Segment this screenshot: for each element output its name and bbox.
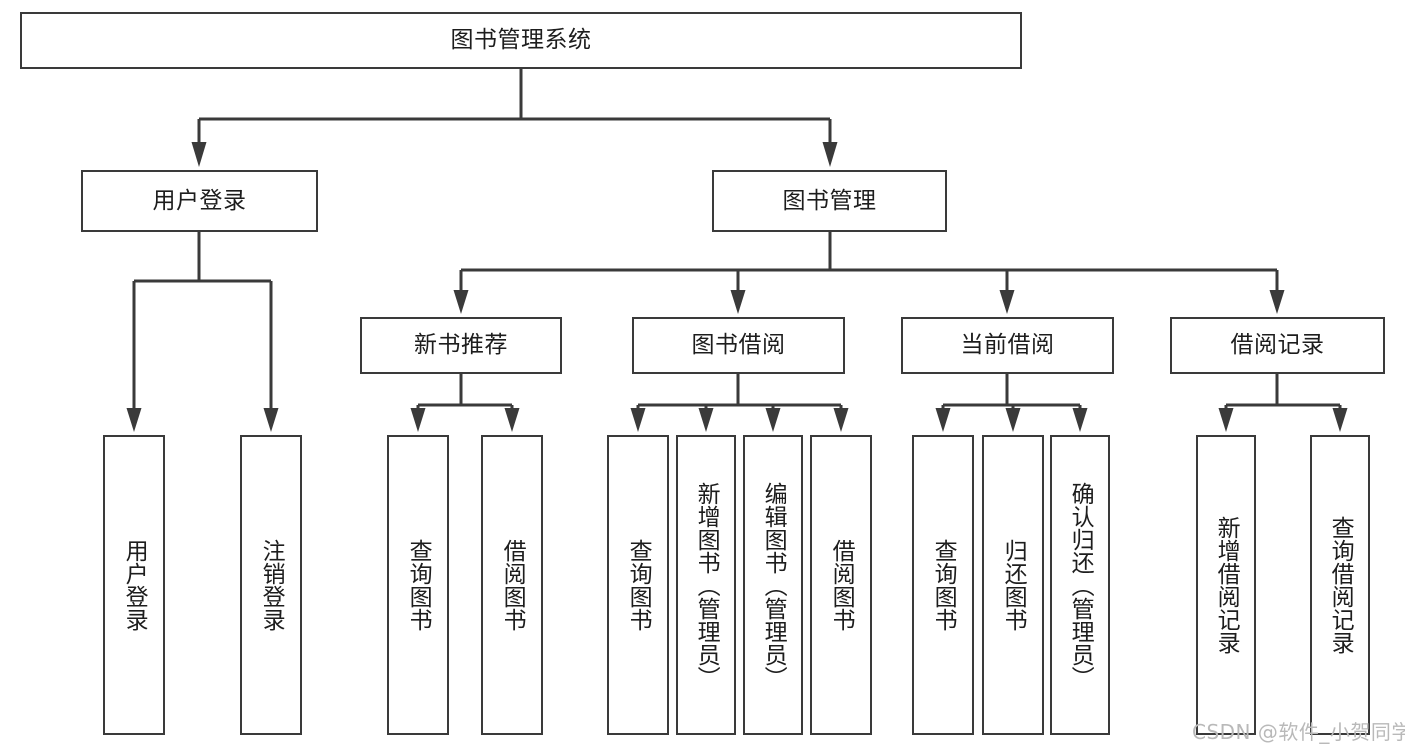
arrowhead-leaf-add-book — [698, 408, 714, 432]
node-leaf-borrow-book-label: 借阅图书 — [828, 539, 855, 631]
node-leaf-add-record[interactable]: 新增借阅记录 — [1196, 435, 1256, 735]
node-book-borrow[interactable]: 图书借阅 — [632, 317, 845, 374]
arrowhead-leaf-query-book-rec — [410, 408, 426, 432]
arrowhead-user-login — [191, 142, 207, 167]
node-borrow-record[interactable]: 借阅记录 — [1170, 317, 1385, 374]
node-new-book-rec[interactable]: 新书推荐 — [360, 317, 562, 374]
node-book-borrow-label: 图书借阅 — [691, 332, 786, 359]
node-new-book-rec-label: 新书推荐 — [414, 332, 508, 359]
arrowhead-leaf-query-record — [1332, 408, 1348, 432]
node-leaf-add-book[interactable]: 新增图书（管理员） — [676, 435, 736, 735]
arrowhead-leaf-query-book-current — [935, 408, 951, 432]
node-book-manage-label: 图书管理 — [782, 187, 877, 214]
node-current-borrow[interactable]: 当前借阅 — [901, 317, 1114, 374]
arrowhead-borrow-record — [1269, 290, 1285, 314]
node-leaf-borrow-book-rec-label: 借阅图书 — [499, 539, 526, 631]
node-leaf-confirm-return-label: 确认归还（管理员） — [1067, 481, 1094, 689]
node-leaf-borrow-book-rec[interactable]: 借阅图书 — [481, 435, 543, 735]
node-book-manage[interactable]: 图书管理 — [712, 170, 947, 232]
node-leaf-edit-book-label: 编辑图书（管理员） — [760, 481, 787, 689]
arrowhead-book-manage — [822, 142, 838, 167]
node-leaf-user-logout-label: 注销登录 — [258, 539, 285, 631]
node-user-login[interactable]: 用户登录 — [81, 170, 318, 232]
node-leaf-query-book-rec-label: 查询图书 — [405, 539, 432, 631]
arrowhead-leaf-add-record — [1218, 408, 1234, 432]
node-leaf-return-book-label: 归还图书 — [1000, 539, 1027, 631]
node-leaf-return-book[interactable]: 归还图书 — [982, 435, 1044, 735]
node-leaf-add-book-label: 新增图书（管理员） — [693, 481, 720, 689]
node-leaf-query-book-borrow-label: 查询图书 — [625, 539, 652, 631]
arrowhead-leaf-confirm-return — [1072, 408, 1088, 432]
node-leaf-query-book-borrow[interactable]: 查询图书 — [607, 435, 669, 735]
node-root-label: 图书管理系统 — [450, 27, 592, 54]
arrowhead-leaf-edit-book — [765, 408, 781, 432]
node-current-borrow-label: 当前借阅 — [960, 332, 1055, 359]
node-leaf-user-login[interactable]: 用户登录 — [103, 435, 165, 735]
arrowhead-leaf-user-logout — [263, 408, 279, 432]
arrowhead-leaf-borrow-book — [833, 408, 849, 432]
node-leaf-query-book-rec[interactable]: 查询图书 — [387, 435, 449, 735]
node-leaf-edit-book[interactable]: 编辑图书（管理员） — [743, 435, 803, 735]
arrowhead-leaf-borrow-book-rec — [504, 408, 520, 432]
node-user-login-label: 用户登录 — [152, 187, 247, 214]
node-leaf-query-record-label: 查询借阅记录 — [1327, 516, 1354, 654]
arrowhead-leaf-return-book — [1005, 408, 1021, 432]
node-leaf-user-login-label: 用户登录 — [121, 539, 148, 631]
node-borrow-record-label: 借阅记录 — [1230, 332, 1325, 359]
arrowhead-book-borrow — [730, 290, 746, 314]
node-leaf-query-book-current[interactable]: 查询图书 — [912, 435, 974, 735]
node-leaf-borrow-book[interactable]: 借阅图书 — [810, 435, 872, 735]
node-root[interactable]: 图书管理系统 — [20, 12, 1022, 69]
arrowhead-leaf-user-login — [126, 408, 142, 432]
node-leaf-add-record-label: 新增借阅记录 — [1213, 516, 1240, 654]
arrowhead-current-borrow — [999, 290, 1015, 314]
arrowhead-new-book-rec — [453, 290, 469, 314]
watermark: CSDN @软件_小贺同学 — [1192, 720, 1405, 744]
node-leaf-query-book-current-label: 查询图书 — [930, 539, 957, 631]
node-leaf-confirm-return[interactable]: 确认归还（管理员） — [1050, 435, 1110, 735]
node-leaf-query-record[interactable]: 查询借阅记录 — [1310, 435, 1370, 735]
node-leaf-user-logout[interactable]: 注销登录 — [240, 435, 302, 735]
arrowhead-leaf-query-book-borrow — [630, 408, 646, 432]
